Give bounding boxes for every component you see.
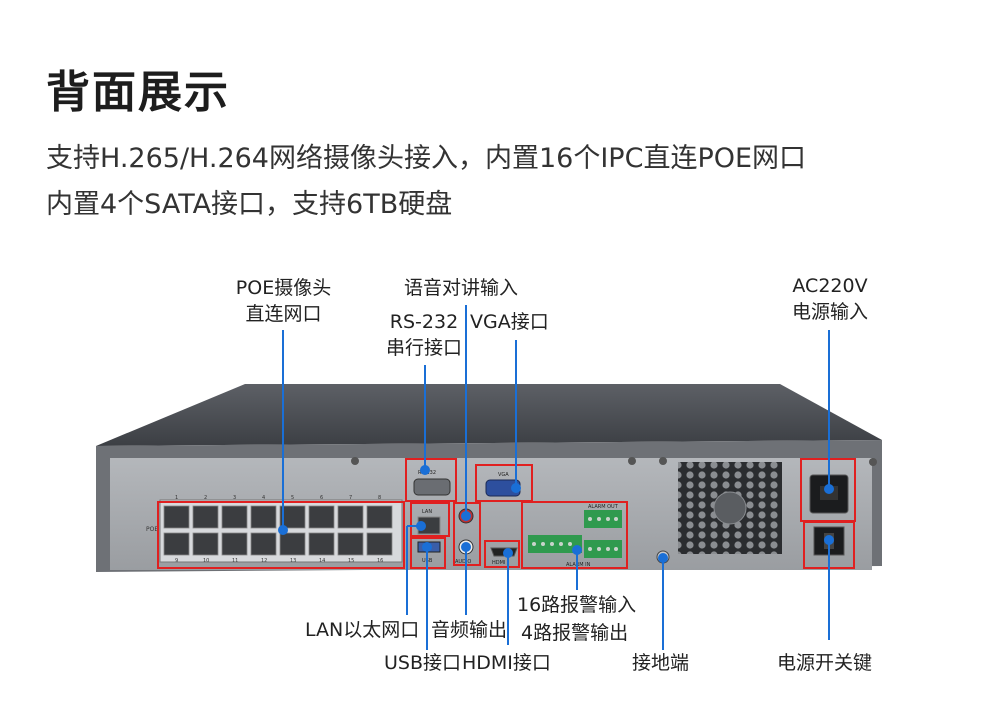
lan-panel-label: LAN: [422, 509, 432, 515]
hdmi-panel-label: HDMI: [492, 560, 505, 566]
highlight-hdmi: [484, 540, 520, 568]
poe-panel-label: POE: [146, 526, 158, 533]
highlight-rs232: [405, 458, 457, 502]
callout-ground: 接地端: [632, 652, 690, 674]
svg-text:6: 6: [320, 495, 323, 501]
callout-audio-out: 音频输出: [431, 619, 508, 641]
svg-text:2: 2: [204, 495, 207, 501]
svg-text:7: 7: [349, 495, 352, 501]
screw-icon: [659, 457, 667, 465]
callout-rs232: RS-232 串行接口: [381, 309, 467, 361]
svg-text:14: 14: [319, 558, 325, 564]
callout-rs232-line1: RS-232: [389, 311, 459, 333]
callout-usb: USB接口: [384, 652, 462, 674]
callout-poe: POE摄像头 直连网口: [226, 275, 341, 327]
vga-panel-label: VGA: [498, 472, 509, 478]
screw-icon: [628, 457, 636, 465]
svg-text:8: 8: [378, 495, 381, 501]
callout-power-in: AC220V 电源输入: [780, 273, 880, 325]
audio-panel-label: AUDIO: [455, 559, 471, 565]
callout-lan: LAN以太网口: [305, 619, 420, 641]
callout-hdmi: HDMI接口: [462, 652, 551, 674]
callout-audio-in: 语音对讲输入: [404, 277, 519, 299]
svg-text:12: 12: [261, 558, 267, 564]
highlight-alarm: [521, 501, 628, 569]
callout-power-switch: 电源开关键: [777, 652, 873, 674]
callout-vga: VGA接口: [470, 311, 549, 333]
rs232-connector: [413, 478, 451, 496]
port-numbers-top: 1 2 3 4 5 6 7 8: [175, 495, 381, 501]
highlight-lan: [410, 502, 450, 537]
feature-line-1: 支持H.265/H.264网络摄像头接入，内置16个IPC直连POE网口: [46, 143, 807, 174]
svg-text:10: 10: [203, 558, 209, 564]
callout-alarm-in: 16路报警输入: [517, 594, 637, 616]
svg-text:9: 9: [175, 558, 178, 564]
svg-text:16: 16: [377, 558, 383, 564]
feature-line-2: 内置4个SATA接口，支持6TB硬盘: [46, 189, 453, 220]
page-title: 背面展示: [46, 67, 230, 118]
svg-text:5: 5: [291, 495, 294, 501]
highlight-poe: [157, 501, 405, 569]
highlight-vga: [475, 464, 533, 502]
svg-text:3: 3: [233, 495, 236, 501]
svg-text:15: 15: [348, 558, 354, 564]
screw-icon: [351, 457, 359, 465]
svg-text:4: 4: [262, 495, 265, 501]
callout-power-in-line2: 电源输入: [791, 301, 868, 323]
callout-power-in-line1: AC220V: [792, 275, 868, 297]
svg-text:13: 13: [290, 558, 296, 564]
alarm-in-panel-label: ALARM IN: [566, 562, 591, 568]
callout-rs232-line2: 串行接口: [385, 337, 462, 359]
callout-alarm-out: 4路报警输出: [521, 622, 629, 644]
fan-hub-icon: [713, 491, 747, 525]
port-numbers-bottom: 9 10 11 12 13 14 15 16: [175, 558, 383, 564]
poe-port-block: [159, 499, 403, 563]
alarm-terminal-blocks: [528, 510, 622, 558]
svg-text:11: 11: [232, 558, 238, 564]
alarm-out-panel-label: ALARM OUT: [588, 504, 619, 510]
callout-poe-line1: POE摄像头: [235, 277, 332, 299]
chassis-top: [96, 384, 882, 446]
screw-icon: [869, 458, 877, 466]
svg-text:1: 1: [175, 495, 178, 501]
callout-poe-line2: 直连网口: [245, 303, 322, 325]
